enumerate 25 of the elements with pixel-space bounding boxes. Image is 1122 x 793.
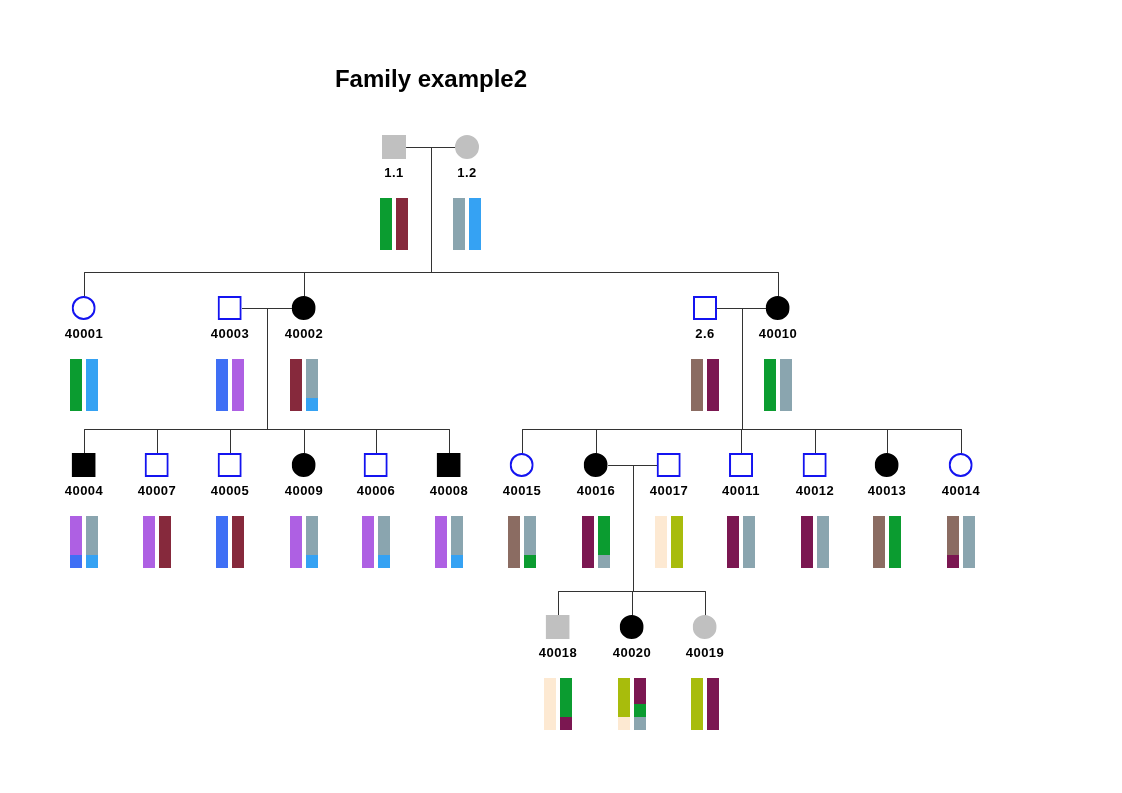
individual-id: 40004 xyxy=(64,483,104,498)
individual-id: 40017 xyxy=(649,483,689,498)
individual-id: 40020 xyxy=(612,645,652,660)
descent-line xyxy=(633,465,706,616)
individual-id: 40007 xyxy=(137,483,177,498)
individual-id: 40012 xyxy=(795,483,835,498)
individual-id: 40014 xyxy=(941,483,981,498)
individual-id: 40005 xyxy=(210,483,250,498)
individual-id: 40009 xyxy=(284,483,324,498)
individual-id: 40001 xyxy=(64,326,104,341)
individual-id: 40018 xyxy=(538,645,578,660)
individual-id: 40008 xyxy=(429,483,469,498)
individual-id: 40006 xyxy=(356,483,396,498)
individual-id: 40016 xyxy=(576,483,616,498)
individual-id: 40002 xyxy=(284,326,324,341)
individual-id: 40003 xyxy=(210,326,250,341)
individual-id: 40019 xyxy=(685,645,725,660)
individual-id: 40010 xyxy=(758,326,798,341)
title: Family example2 xyxy=(334,65,528,93)
individual-id: 2.6 xyxy=(695,326,715,341)
individual-id: 1.2 xyxy=(457,165,477,180)
individual-id: 1.1 xyxy=(384,165,404,180)
individual-id: 40013 xyxy=(867,483,907,498)
individual-id: 40011 xyxy=(722,483,760,498)
individual-id: 40015 xyxy=(502,483,542,498)
